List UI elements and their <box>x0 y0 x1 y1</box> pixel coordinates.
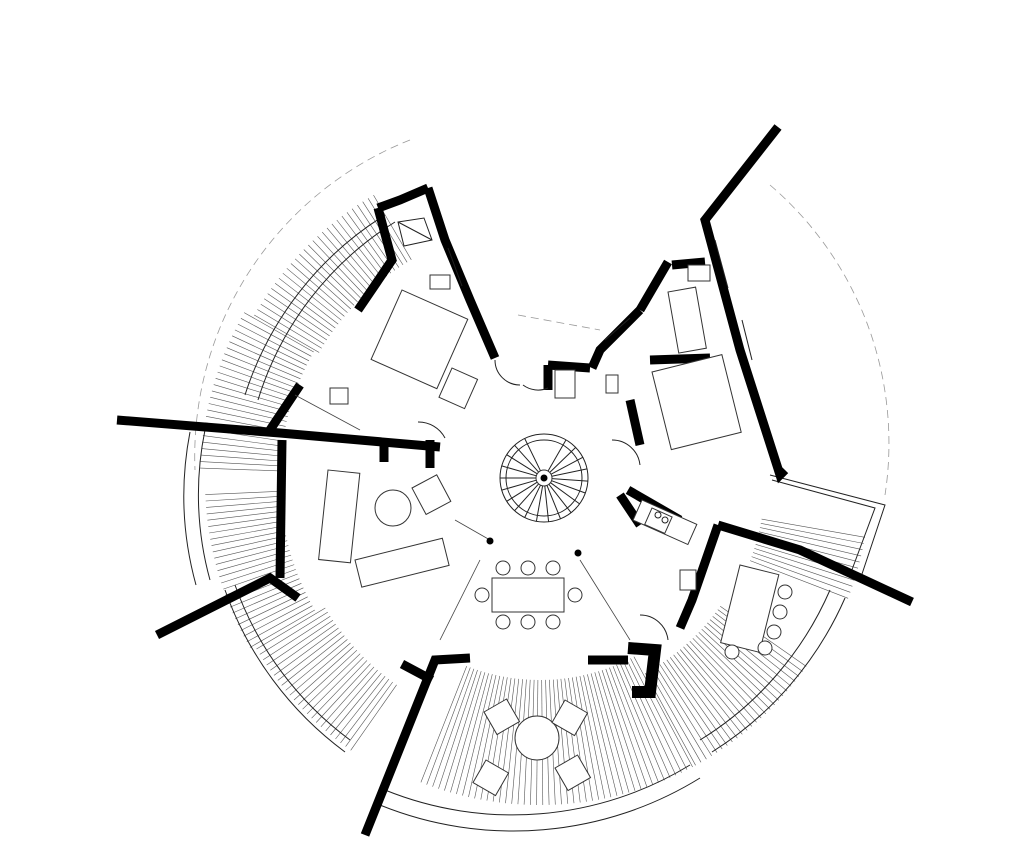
door-ul <box>494 359 521 386</box>
door-south <box>639 614 669 641</box>
shower-ul <box>397 217 433 247</box>
door-living <box>417 421 446 439</box>
kitchen-hob <box>644 507 673 535</box>
wc-ur <box>605 374 619 394</box>
door-ur <box>522 384 549 391</box>
wall-ur-short <box>547 360 591 373</box>
wall-ur-bath <box>649 353 711 365</box>
wall-ul-outer <box>376 183 430 213</box>
wardrobe-ur <box>554 369 576 399</box>
sink-ur <box>687 264 711 282</box>
east-table <box>720 564 780 653</box>
wall-ur-inner <box>587 306 644 370</box>
wall-southwest-long <box>154 572 301 640</box>
dining-table <box>491 577 565 613</box>
bathtub-ur <box>667 286 707 354</box>
bed-upper-right <box>651 353 742 451</box>
wardrobe-ul <box>438 367 479 410</box>
wall-living-west <box>275 439 287 579</box>
site-outline <box>194 139 890 496</box>
wall-ur-top <box>671 257 706 270</box>
doors <box>417 359 669 641</box>
wall-ur-inner-top <box>636 259 672 313</box>
terrace-west-upper <box>254 194 412 353</box>
terrace-west <box>200 312 314 472</box>
terraces <box>200 194 866 806</box>
sofa-living-2 <box>354 537 450 588</box>
terrace-southwest <box>256 607 397 751</box>
wall-east-long <box>716 520 914 607</box>
wall-ur-lower <box>625 399 645 446</box>
wall-south-pier <box>627 642 662 698</box>
dining-chairs <box>474 560 583 630</box>
furniture <box>318 217 793 797</box>
armchair-living <box>411 474 452 516</box>
terrace-rims <box>183 214 886 832</box>
kitchen-sink <box>679 569 697 591</box>
coffee-table <box>374 489 412 527</box>
wall-ur-long <box>700 124 789 484</box>
wall-kitchen-south <box>675 523 723 630</box>
bed-upper-left <box>370 289 469 390</box>
wall-south-long <box>360 653 471 837</box>
armchair-ul <box>329 387 349 405</box>
door-right-bed <box>611 439 641 466</box>
wall-ul-left <box>354 206 397 313</box>
wall-ul-lower <box>266 382 304 433</box>
terrace-table <box>514 715 560 761</box>
columns <box>486 474 582 557</box>
wall-ul-right <box>423 186 500 360</box>
windows <box>447 239 753 361</box>
guide-lines <box>294 394 631 641</box>
sofa-living <box>318 469 361 564</box>
sink-ul <box>429 274 451 290</box>
